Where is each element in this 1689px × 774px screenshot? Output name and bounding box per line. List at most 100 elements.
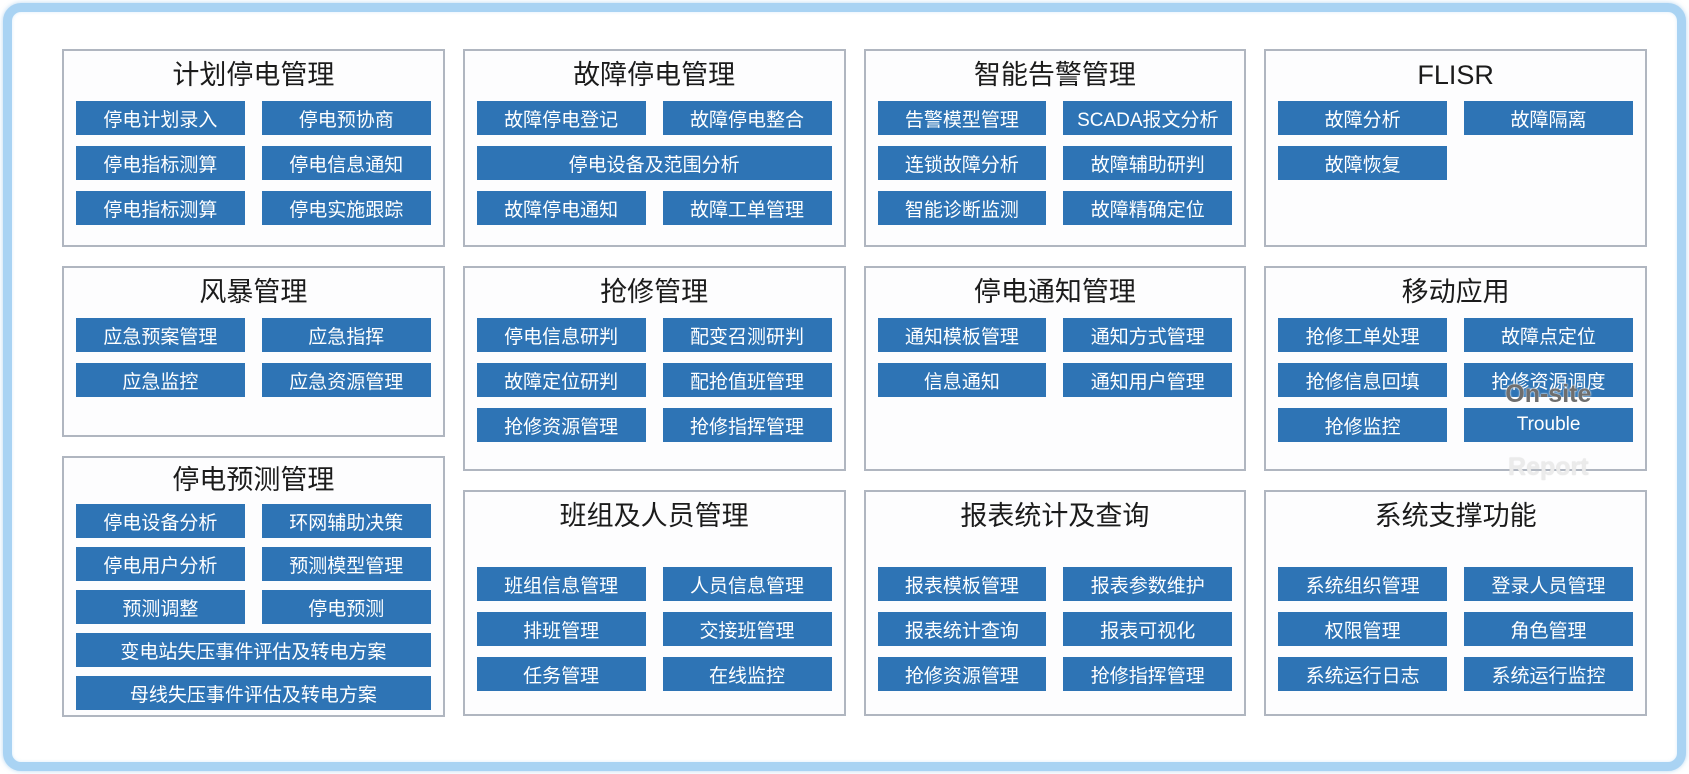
- module-button[interactable]: 信息通知: [877, 363, 1047, 397]
- panel-title: 风暴管理: [199, 277, 308, 307]
- module-button[interactable]: 抢修资源管理: [476, 408, 646, 442]
- module-button[interactable]: 抢修监控: [1278, 408, 1448, 442]
- module-button[interactable]: 故障辅助研判: [1063, 146, 1233, 180]
- module-button[interactable]: 抢修指挥管理: [662, 408, 832, 442]
- panel-title: 班组及人员管理: [559, 501, 749, 531]
- panel-title: 抢修管理: [600, 277, 709, 307]
- module-button[interactable]: 停电预测: [261, 590, 431, 624]
- module-button[interactable]: 故障精确定位: [1063, 191, 1233, 225]
- module-button[interactable]: 停电信息研判: [476, 318, 646, 352]
- module-button[interactable]: 报表统计查询: [877, 612, 1047, 646]
- button-grid: 停电计划录入 停电预协商 停电指标测算 停电信息通知 停电指标测算 停电实施跟踪: [64, 101, 443, 225]
- module-button[interactable]: 抢修指挥管理: [1063, 657, 1233, 691]
- button-grid: 报表模板管理 报表参数维护 报表统计查询 报表可视化 抢修资源管理 抢修指挥管理: [866, 567, 1245, 691]
- panel-flisr: FLISR 故障分析 故障隔离 故障恢复: [1264, 49, 1647, 247]
- column-2: 故障停电管理 故障停电登记 故障停电整合 停电设备及范围分析 故障停电通知 故障…: [462, 49, 846, 717]
- module-button[interactable]: 任务管理: [476, 657, 646, 691]
- button-grid: 班组信息管理 人员信息管理 排班管理 交接班管理 任务管理 在线监控: [465, 567, 844, 691]
- module-button[interactable]: 交接班管理: [662, 612, 832, 646]
- module-button[interactable]: 停电计划录入: [76, 101, 245, 135]
- module-button[interactable]: 在线监控: [662, 657, 832, 691]
- module-button[interactable]: 配抢值班管理: [662, 363, 832, 397]
- module-button[interactable]: 故障停电登记: [476, 101, 646, 135]
- module-button[interactable]: 抢修工单处理: [1278, 318, 1448, 352]
- module-button[interactable]: 停电用户分析: [76, 547, 245, 581]
- panel-system-support: 系统支撑功能 系统组织管理 登录人员管理 权限管理 角色管理 系统运行日志 系统…: [1264, 490, 1647, 716]
- module-button[interactable]: 停电预协商: [261, 101, 431, 135]
- column-4: FLISR 故障分析 故障隔离 故障恢复 移动应用 抢修工单处理 故障点定位 抢…: [1264, 49, 1647, 717]
- module-button[interactable]: 角色管理: [1464, 612, 1633, 646]
- module-button[interactable]: 连锁故障分析: [877, 146, 1047, 180]
- module-button[interactable]: 停电信息通知: [261, 146, 431, 180]
- module-button[interactable]: 停电指标测算: [76, 146, 245, 180]
- module-button[interactable]: 预测调整: [76, 590, 245, 624]
- panel-outage-notice-mgmt: 停电通知管理 通知模板管理 通知方式管理 信息通知 通知用户管理: [863, 266, 1247, 471]
- module-button[interactable]: 通知模板管理: [877, 318, 1047, 352]
- panel-smart-alarm-mgmt: 智能告警管理 告警模型管理 SCADA报文分析 连锁故障分析 故障辅助研判 智能…: [863, 49, 1247, 247]
- module-button[interactable]: 停电设备分析: [76, 504, 245, 538]
- module-button[interactable]: 告警模型管理: [877, 101, 1047, 135]
- panel-title: 智能告警管理: [973, 60, 1136, 90]
- module-button[interactable]: SCADA报文分析: [1063, 101, 1233, 135]
- diagram-frame: 计划停电管理 停电计划录入 停电预协商 停电指标测算 停电信息通知 停电指标测算…: [3, 3, 1686, 771]
- module-button[interactable]: 系统运行监控: [1464, 657, 1633, 691]
- module-button[interactable]: 预测模型管理: [261, 547, 431, 581]
- module-button[interactable]: 权限管理: [1278, 612, 1448, 646]
- module-button[interactable]: 停电指标测算: [76, 191, 245, 225]
- module-button[interactable]: 班组信息管理: [476, 567, 646, 601]
- button-grid: 通知模板管理 通知方式管理 信息通知 通知用户管理: [866, 318, 1245, 397]
- module-button[interactable]: 故障停电整合: [662, 101, 832, 135]
- panel-title: 停电预测管理: [172, 465, 335, 495]
- panel-repair-mgmt: 抢修管理 停电信息研判 配变召测研判 故障定位研判 配抢值班管理 抢修资源管理 …: [462, 266, 846, 471]
- panel-title: 移动应用: [1401, 277, 1510, 307]
- module-button[interactable]: 应急预案管理: [76, 318, 245, 352]
- report-overlay-text: Report: [1508, 453, 1589, 481]
- module-button[interactable]: 抢修资源调度: [1464, 363, 1633, 397]
- panel-report-stats-query: 报表统计及查询 报表模板管理 报表参数维护 报表统计查询 报表可视化 抢修资源管…: [863, 490, 1247, 716]
- module-button[interactable]: 抢修信息回填: [1278, 363, 1448, 397]
- button-grid: 故障停电登记 故障停电整合 停电设备及范围分析 故障停电通知 故障工单管理: [465, 101, 844, 225]
- module-button[interactable]: 故障点定位: [1464, 318, 1633, 352]
- module-button[interactable]: 母线失压事件评估及转电方案: [76, 676, 431, 710]
- module-button[interactable]: 报表模板管理: [877, 567, 1047, 601]
- panel-title: 系统支撑功能: [1374, 501, 1537, 531]
- module-button[interactable]: Trouble: [1464, 408, 1633, 442]
- module-button[interactable]: 排班管理: [476, 612, 646, 646]
- module-button[interactable]: 报表可视化: [1063, 612, 1233, 646]
- module-button[interactable]: 变电站失压事件评估及转电方案: [76, 633, 431, 667]
- button-grid: 停电信息研判 配变召测研判 故障定位研判 配抢值班管理 抢修资源管理 抢修指挥管…: [465, 318, 844, 442]
- module-button[interactable]: 通知方式管理: [1063, 318, 1233, 352]
- panel-outage-forecast-mgmt: 停电预测管理 停电设备分析 环网辅助决策 停电用户分析 预测模型管理 预测调整 …: [62, 456, 445, 717]
- module-button[interactable]: 故障隔离: [1464, 101, 1633, 135]
- module-button[interactable]: 通知用户管理: [1063, 363, 1233, 397]
- button-grid: 系统组织管理 登录人员管理 权限管理 角色管理 系统运行日志 系统运行监控: [1266, 567, 1645, 691]
- module-button[interactable]: 故障定位研判: [476, 363, 646, 397]
- module-button[interactable]: 系统组织管理: [1278, 567, 1448, 601]
- panel-title: 故障停电管理: [573, 60, 736, 90]
- module-button[interactable]: 报表参数维护: [1063, 567, 1233, 601]
- panel-mobile-app: 移动应用 抢修工单处理 故障点定位 抢修信息回填 抢修资源调度 抢修监控 Tro…: [1264, 266, 1647, 481]
- module-button[interactable]: 故障恢复: [1278, 146, 1448, 180]
- module-button[interactable]: 应急指挥: [261, 318, 431, 352]
- button-grid: 停电设备分析 环网辅助决策 停电用户分析 预测模型管理 预测调整 停电预测 变电…: [64, 504, 443, 710]
- panel-title: 计划停电管理: [172, 60, 335, 90]
- module-button[interactable]: 系统运行日志: [1278, 657, 1448, 691]
- panel-fault-outage-mgmt: 故障停电管理 故障停电登记 故障停电整合 停电设备及范围分析 故障停电通知 故障…: [462, 49, 846, 247]
- module-button[interactable]: 停电设备及范围分析: [476, 146, 832, 180]
- module-button[interactable]: 故障分析: [1278, 101, 1448, 135]
- module-button[interactable]: 停电实施跟踪: [261, 191, 431, 225]
- column-3: 智能告警管理 告警模型管理 SCADA报文分析 连锁故障分析 故障辅助研判 智能…: [863, 49, 1247, 717]
- module-button[interactable]: 应急资源管理: [261, 363, 431, 397]
- module-button[interactable]: 环网辅助决策: [261, 504, 431, 538]
- module-button[interactable]: 人员信息管理: [662, 567, 832, 601]
- module-button[interactable]: 应急监控: [76, 363, 245, 397]
- panel-title: 报表统计及查询: [960, 501, 1150, 531]
- module-button[interactable]: 配变召测研判: [662, 318, 832, 352]
- column-1: 计划停电管理 停电计划录入 停电预协商 停电指标测算 停电信息通知 停电指标测算…: [62, 49, 445, 717]
- module-button[interactable]: 智能诊断监测: [877, 191, 1047, 225]
- module-button[interactable]: 故障停电通知: [476, 191, 646, 225]
- module-button[interactable]: 登录人员管理: [1464, 567, 1633, 601]
- module-button[interactable]: 抢修资源管理: [877, 657, 1047, 691]
- module-button[interactable]: 故障工单管理: [662, 191, 832, 225]
- button-grid: 故障分析 故障隔离 故障恢复: [1266, 101, 1645, 180]
